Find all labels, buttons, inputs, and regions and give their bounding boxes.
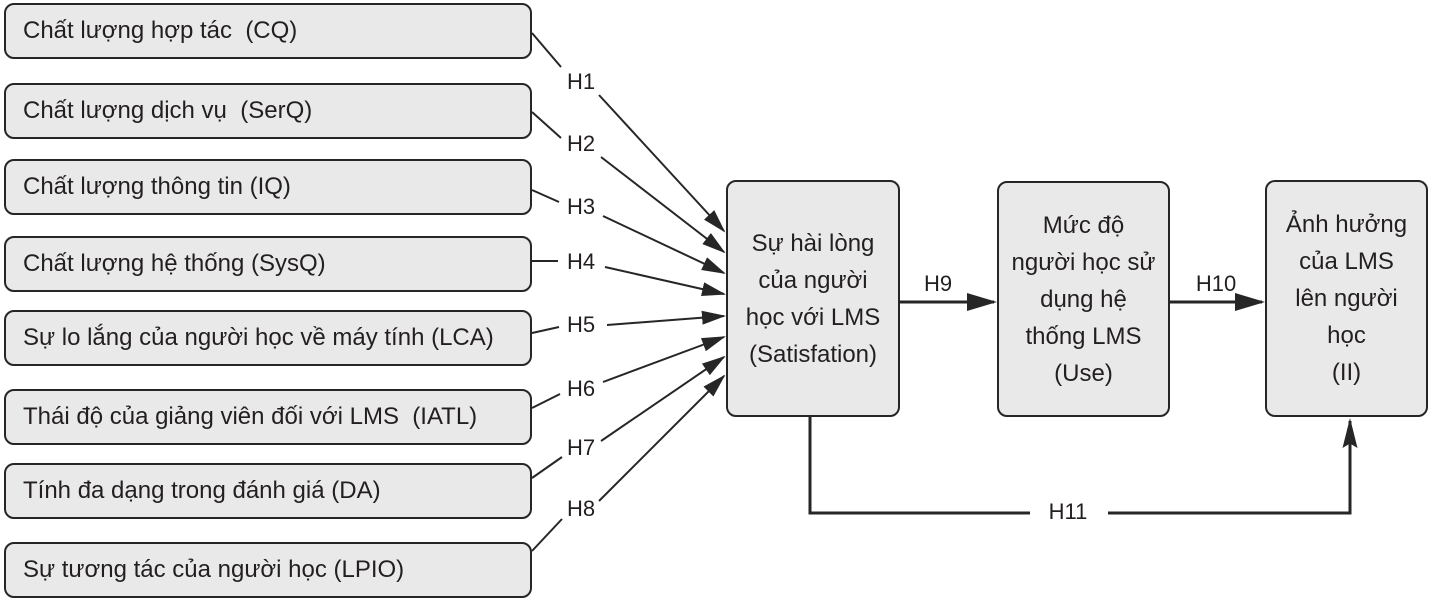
box-lca-label: Sự lo lắng của người học về máy tính (LC… (23, 324, 494, 351)
box-use-line: dụng hệ (1040, 285, 1127, 313)
label-h1: H1 (566, 69, 596, 94)
arrow-h7 (600, 355, 726, 442)
box-sysq: Chất lượng hệ thống (SysQ) (4, 236, 532, 292)
label-h8: H8 (566, 496, 596, 521)
connector-serq-h2 (531, 111, 562, 139)
arrow-h11-left-segment (808, 417, 1030, 515)
connector-da-h7 (531, 456, 563, 479)
label-h10: H10 (1195, 271, 1237, 296)
box-use-line: thống LMS (1025, 322, 1142, 350)
box-satisfaction-line: học với LMS (745, 303, 881, 331)
arrow-h4 (604, 266, 726, 296)
connector-iq-h3 (531, 189, 560, 203)
label-h5: H5 (566, 312, 596, 337)
arrow-h6 (602, 336, 726, 383)
arrow-h3 (602, 215, 726, 274)
box-impact-line: của LMS (1299, 248, 1394, 275)
connector-lpio-h8 (531, 518, 563, 552)
box-impact-line: lên người (1295, 285, 1398, 312)
box-iq-label: Chất lượng thông tin (IQ) (23, 173, 291, 200)
box-use: Mức độ người học sử dụng hệ thống LMS (U… (997, 181, 1170, 417)
connector-cq-h1 (531, 32, 562, 68)
arrow-h5 (606, 310, 726, 326)
box-lpio: Sự tương tác của người học (LPIO) (4, 542, 532, 598)
box-satisfaction-line: Sự hài lòng (751, 229, 875, 257)
box-serq-label: Chất lượng dịch vụ (SerQ) (23, 97, 313, 124)
box-use-line: Mức độ (1042, 211, 1125, 239)
connector-lca-h5 (531, 326, 560, 334)
label-h9: H9 (923, 271, 953, 296)
arrow-h8 (598, 374, 726, 502)
box-satisfaction: Sự hài lòng của người học với LMS (Satis… (726, 180, 900, 417)
box-impact-line: học (1327, 322, 1366, 349)
box-impact: Ảnh hưởng của LMS lên người học (II) (1265, 180, 1428, 417)
arrow-h2 (600, 156, 726, 254)
box-cq-label: Chất lượng hợp tác (CQ) (23, 17, 298, 44)
box-da: Tính đa dạng trong đánh giá (DA) (4, 463, 532, 519)
box-da-label: Tính đa dạng trong đánh giá (DA) (23, 477, 381, 504)
box-use-line: (Use) (1054, 359, 1113, 387)
box-satisfaction-line: của người (758, 266, 868, 294)
arrow-h11-right-segment (1108, 418, 1358, 515)
box-iq: Chất lượng thông tin (IQ) (4, 159, 532, 215)
label-h11: H11 (1048, 499, 1088, 524)
label-h7: H7 (566, 435, 596, 460)
box-lca: Sự lo lắng của người học về máy tính (LC… (4, 310, 532, 366)
connector-iatl-h6 (531, 393, 561, 409)
box-use-line: người học sử (1011, 248, 1156, 276)
box-impact-line: (II) (1331, 359, 1362, 386)
box-iatl-label: Thái độ của giảng viên đối với LMS (IATL… (23, 403, 478, 430)
box-serq: Chất lượng dịch vụ (SerQ) (4, 83, 532, 139)
box-sysq-label: Chất lượng hệ thống (SysQ) (23, 250, 326, 277)
label-h2: H2 (566, 131, 596, 156)
label-h3: H3 (566, 194, 596, 219)
box-cq: Chất lượng hợp tác (CQ) (4, 3, 532, 59)
label-h6: H6 (566, 376, 596, 401)
box-lpio-label: Sự tương tác của người học (LPIO) (23, 556, 405, 583)
box-satisfaction-line: (Satisfation) (748, 340, 878, 368)
label-h4: H4 (566, 249, 596, 274)
arrow-h1 (598, 94, 726, 233)
box-impact-line: Ảnh hưởng (1285, 211, 1408, 238)
box-iatl: Thái độ của giảng viên đối với LMS (IATL… (4, 389, 532, 445)
